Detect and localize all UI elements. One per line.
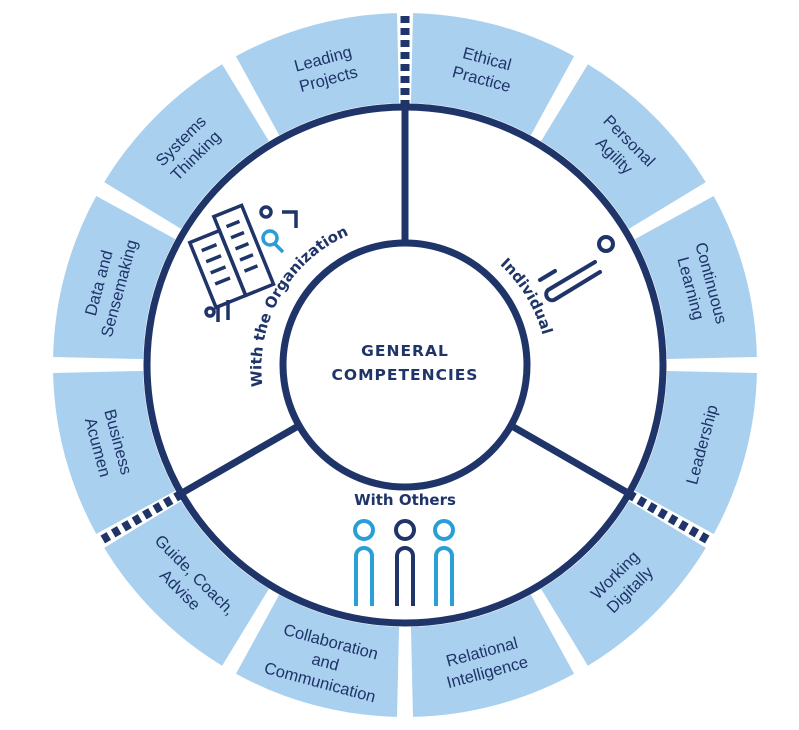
spoke-right	[508, 421, 630, 497]
center-title-line1: GENERAL	[361, 342, 449, 360]
ring-segment-12	[235, 13, 400, 136]
ring-segment-10	[53, 195, 176, 360]
center-circle	[279, 239, 531, 491]
outer-ring	[53, 13, 757, 717]
ring-segment-8	[104, 501, 269, 666]
dashed-separator-3	[96, 490, 184, 546]
sector-separators	[96, 11, 714, 546]
ring-segment-1	[410, 13, 575, 136]
spokes	[180, 110, 630, 497]
ring-segment-11	[104, 64, 269, 229]
group-of-people-icon	[353, 519, 455, 606]
sector-label-others: With Others	[354, 491, 456, 509]
ring-segment-9	[53, 370, 176, 535]
ring-segment-6	[410, 594, 575, 717]
spoke-left	[180, 421, 302, 497]
ring-segment-7	[235, 594, 400, 717]
ring-segment-5	[541, 501, 706, 666]
person-icon	[538, 235, 615, 303]
organization-buildings-icon	[187, 203, 298, 322]
ring-segment-2	[541, 64, 706, 229]
ring-segment-3	[634, 195, 757, 360]
center-title-line2: COMPETENCIES	[332, 366, 479, 384]
ring-segment-4	[634, 370, 757, 535]
dashed-separator-2	[626, 490, 714, 546]
